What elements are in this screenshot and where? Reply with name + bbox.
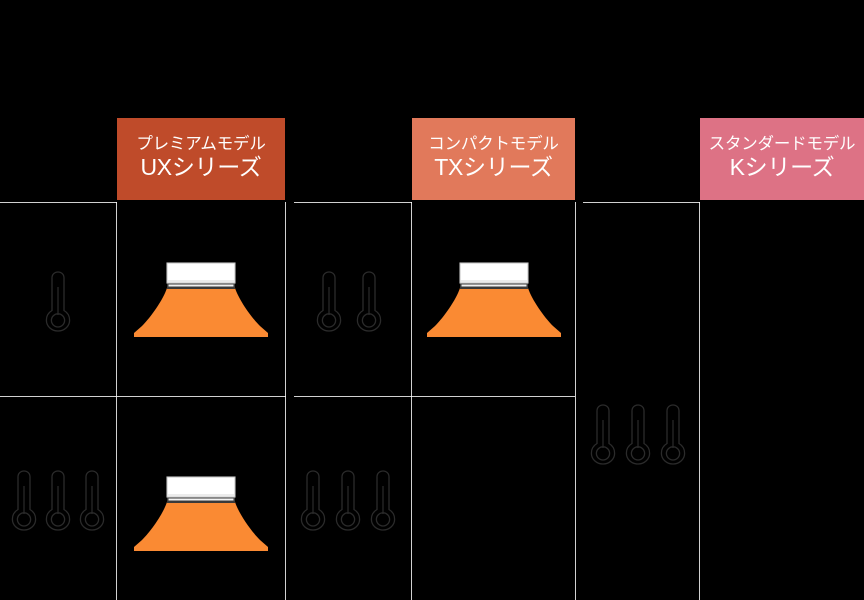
grid-line-col-4: [575, 202, 576, 600]
cell-tx-row1: [412, 203, 575, 396]
cell-col5-span: [576, 383, 699, 483]
header-k-title: Kシリーズ: [729, 154, 835, 181]
header-ux-series: プレミアムモデル UXシリーズ: [117, 118, 285, 200]
header-k-subtitle: スタンダードモデル: [708, 134, 856, 153]
thermometer-icon: [590, 404, 615, 465]
grid-line-col-3: [411, 202, 412, 600]
header-tx-title: TXシリーズ: [434, 154, 553, 181]
cell-k-row2: [700, 397, 864, 600]
thermometer-icon: [300, 469, 326, 531]
grid-line-col-1: [116, 202, 117, 600]
header-ux-title: UXシリーズ: [140, 154, 262, 181]
lamp-icon: [426, 261, 561, 337]
grid-line-col-5: [699, 202, 700, 600]
cell-col5-row1: [576, 203, 699, 396]
thermometer-icon: [625, 404, 650, 465]
thermometer-icon: [45, 270, 71, 332]
cell-col3-row1: [286, 203, 411, 396]
cell-col3-row2: [286, 397, 411, 600]
thermometer-group: [588, 399, 688, 467]
cell-tx-row2: [412, 397, 575, 600]
grid-line-top-2: [294, 202, 412, 203]
lamp-icon: [134, 261, 268, 337]
thermometer-group: [298, 465, 398, 533]
grid-line-top-1: [0, 202, 117, 203]
header-tx-series: コンパクトモデル TXシリーズ: [412, 118, 575, 200]
header-k-series: スタンダードモデル Kシリーズ: [700, 118, 864, 200]
cell-k-row1: [700, 203, 864, 396]
thermometer-icon: [370, 469, 396, 531]
thermometer-icon: [316, 270, 341, 332]
cell-col1-row2: [0, 397, 116, 600]
thermometer-group: [43, 266, 73, 334]
cell-ux-row2: [117, 397, 285, 600]
cell-ux-row1: [117, 203, 285, 396]
thermometer-icon: [45, 469, 71, 531]
cell-col1-row1: [0, 203, 116, 396]
thermometer-group: [314, 266, 384, 334]
header-ux-subtitle: プレミアムモデル: [136, 134, 266, 153]
thermometer-icon: [660, 404, 685, 465]
header-tx-subtitle: コンパクトモデル: [428, 134, 559, 153]
thermometer-icon: [79, 469, 105, 531]
grid-line-middle-1: [0, 396, 286, 397]
lamp-icon: [134, 476, 268, 551]
thermometer-icon: [335, 469, 361, 531]
grid-line-top-3: [583, 202, 700, 203]
grid-line-col-2: [285, 202, 286, 600]
thermometer-icon: [356, 270, 381, 332]
grid-line-middle-2: [294, 396, 575, 397]
thermometer-icon: [11, 469, 37, 531]
thermometer-group: [9, 465, 107, 533]
